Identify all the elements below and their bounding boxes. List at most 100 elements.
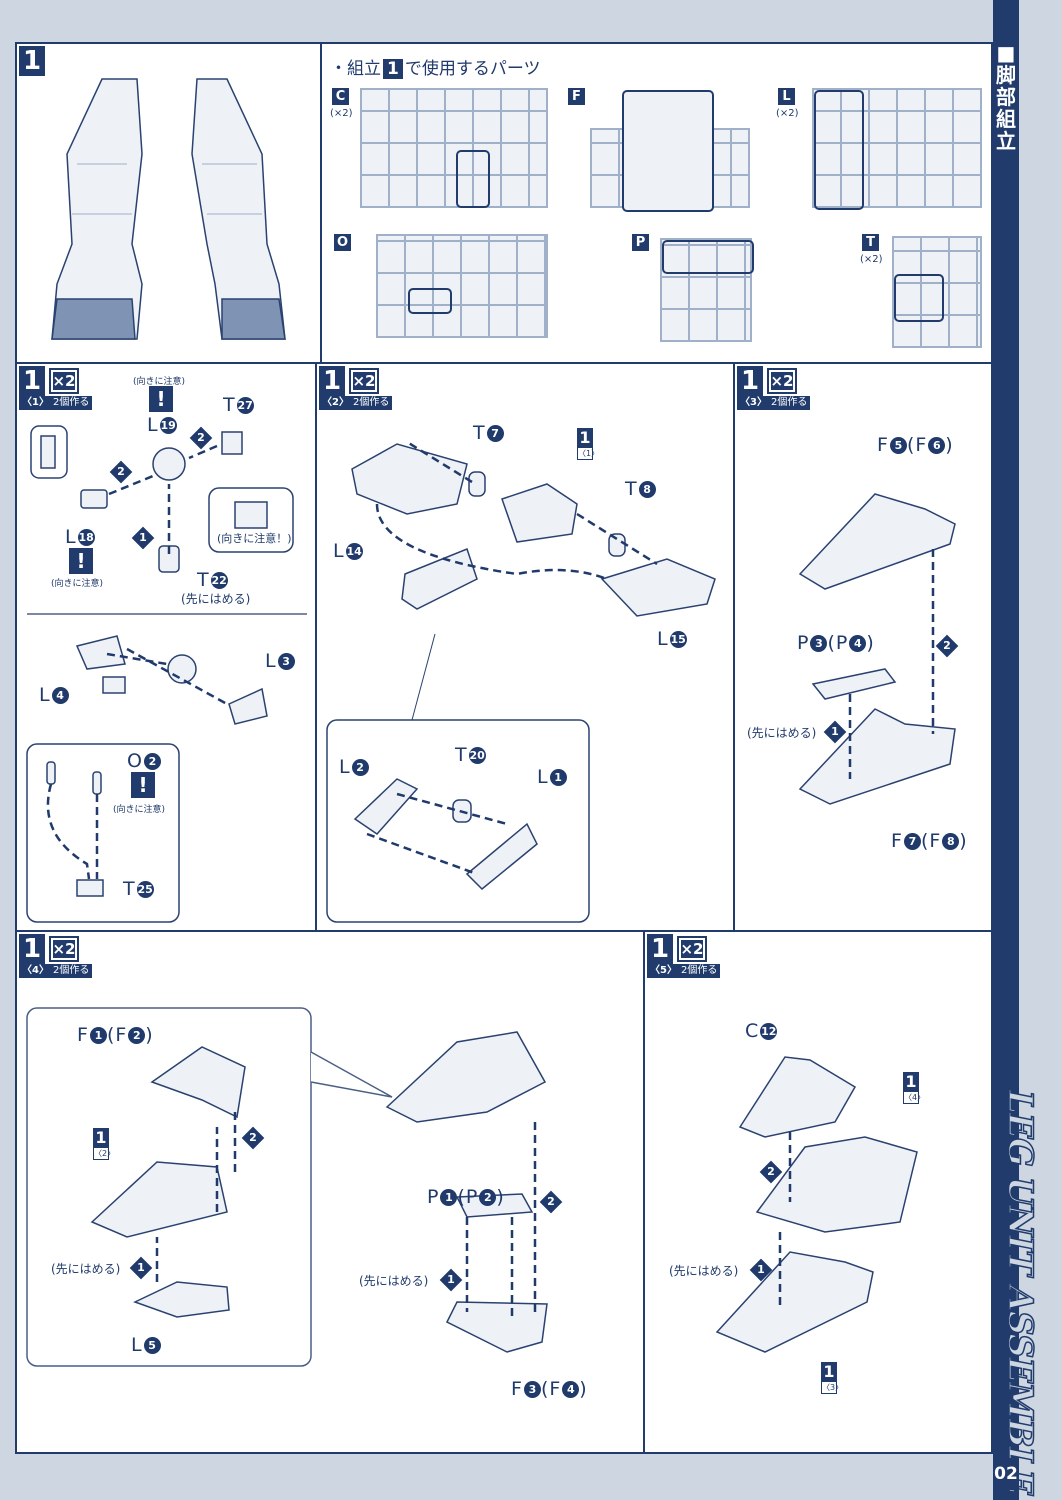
label-text: F (891, 830, 903, 852)
label-text: 〈4〉 (903, 1091, 926, 1104)
part-number-circle: 20 (468, 747, 486, 764)
runner-tag-p: P (632, 234, 649, 251)
runner-l (812, 88, 982, 210)
order-marker-2: 2 (109, 460, 133, 484)
label-text: T (455, 744, 468, 766)
runner-count-c: (×2) (330, 108, 353, 119)
part-number-circle: 5 (143, 1337, 161, 1354)
label-text: (P (827, 632, 849, 654)
label-text: 1 (447, 1273, 455, 1286)
label-text: 〈3〉 (821, 1381, 844, 1394)
label-text: T (123, 878, 136, 900)
order-marker-1: 1 (823, 720, 847, 744)
order-marker-2: 2 (539, 1190, 563, 1214)
label-text: ) (579, 1378, 588, 1400)
order-marker-1: 1 (749, 1258, 773, 1282)
label-text: L (265, 650, 277, 672)
label-text: (F (540, 1378, 562, 1400)
step-number: 1 (19, 934, 45, 964)
label-text: T (223, 394, 236, 416)
runner-o (376, 234, 548, 338)
part-number-circle: 2 (143, 753, 161, 770)
subassembly-ref: 1〈2〉 (93, 1128, 116, 1160)
part-number-circle: 8 (942, 833, 960, 850)
label-text: 2 (117, 465, 125, 478)
runner-tag-l: L (778, 88, 795, 105)
page-number: 02 (993, 1458, 1019, 1490)
part-number-circle: 25 (136, 881, 154, 898)
label-text: 〈1〉 (577, 447, 600, 460)
insert-first-note: (先にはめる) (359, 1274, 429, 1288)
substep-bar: 〈4〉2個作る (19, 964, 93, 978)
label-text: L (131, 1334, 143, 1356)
heading-prefix: ・組立 (330, 59, 381, 79)
part-number-circle: 19 (159, 417, 177, 434)
label-text: L (339, 756, 351, 778)
label-text: 1 (831, 725, 839, 738)
label-text: T (625, 478, 638, 500)
order-marker-2: 2 (759, 1160, 783, 1184)
part-number-circle: 12 (760, 1023, 778, 1040)
label-text: F (511, 1378, 523, 1400)
label-text: (F (106, 1024, 128, 1046)
label-text: 1 (757, 1263, 765, 1276)
label-text: F (77, 1024, 89, 1046)
part-number-circle: 7 (486, 425, 504, 442)
runner-p (660, 238, 754, 342)
part-number-circle: 1 (440, 1189, 458, 1206)
runner-tag-c: C (332, 88, 349, 105)
part-number-circle: 15 (669, 631, 687, 648)
insert-first-note: (先にはめる) (181, 592, 251, 606)
runner-tag-o: O (334, 234, 351, 251)
label-text: 1 (577, 428, 593, 447)
order-marker-2: 2 (241, 1126, 265, 1150)
label-text: 2 (943, 639, 951, 652)
label-text: 1 (137, 1261, 145, 1274)
section-strip (993, 0, 1019, 1500)
label-text: 1 (903, 1072, 919, 1091)
insert-first-note: (先にはめる) (747, 726, 817, 740)
label-text: ) (496, 1186, 505, 1208)
step-number: 1 (19, 46, 45, 76)
order-marker-2: 2 (935, 634, 959, 658)
orientation-note: (向きに注意) (113, 805, 166, 815)
runner-count-l: (×2) (776, 108, 799, 119)
label-text: O (127, 750, 143, 772)
runner-tag-f: F (568, 88, 585, 105)
subassembly-ref: 1〈1〉 (577, 428, 600, 460)
insert-first-note: (先にはめる) (669, 1264, 739, 1278)
label-text: 2 (197, 431, 205, 444)
multiplier-badge: ×2 (49, 936, 79, 962)
substep-bar: 〈5〉2個作る (647, 964, 721, 978)
part-number-circle: 14 (345, 543, 363, 560)
step-number: 1 (319, 366, 345, 396)
substep-number: 〈1〉 (22, 397, 49, 408)
caution-icon: ! (69, 548, 93, 574)
label-text: ) (959, 830, 968, 852)
label-text: 2 (249, 1131, 257, 1144)
part-number-circle: 22 (210, 572, 228, 589)
label-text: L (147, 414, 159, 436)
label-text: 〈2〉 (93, 1147, 116, 1160)
label-text: ) (945, 434, 954, 456)
label-text: 2 (547, 1195, 555, 1208)
part-number-circle: 1 (89, 1027, 107, 1044)
order-marker-1: 1 (129, 1256, 153, 1280)
